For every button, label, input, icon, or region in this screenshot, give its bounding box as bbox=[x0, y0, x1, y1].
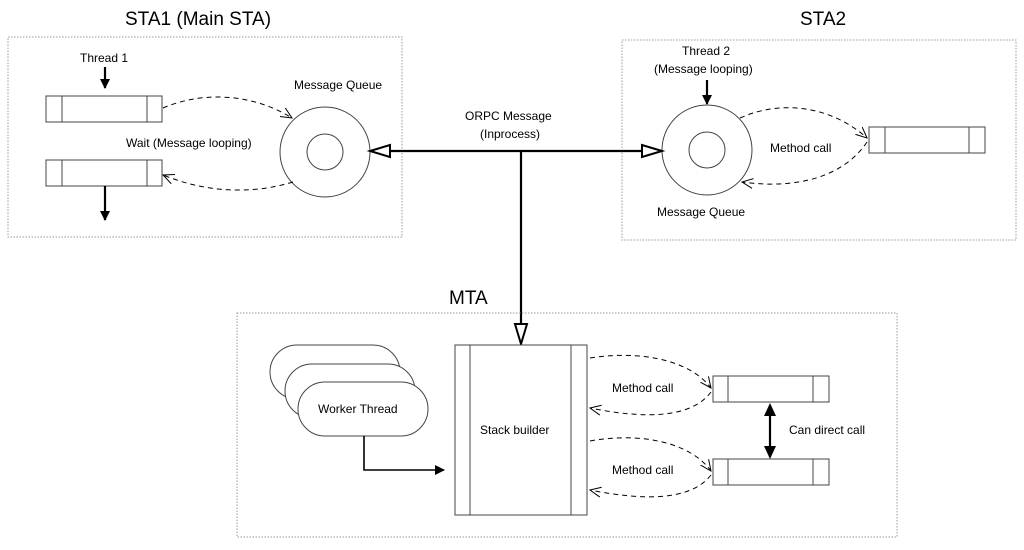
mta-call-arrow-2 bbox=[589, 437, 711, 471]
direct-call-arrow-down bbox=[764, 446, 776, 459]
worker-to-stack-arrow bbox=[363, 436, 445, 475]
stack-builder: Stack builder bbox=[454, 344, 588, 516]
post-message-arrow bbox=[162, 96, 292, 118]
worker-thread bbox=[297, 381, 429, 437]
sta2-queue-label: Message Queue bbox=[657, 205, 745, 219]
sta1-apartment: STA1 (Main STA) Thread 1 Wait (Message l… bbox=[7, 9, 403, 238]
sta2-apartment: STA2 Thread 2 (Message looping) Message … bbox=[621, 9, 1017, 241]
mta-object-2 bbox=[712, 458, 830, 486]
sta1-process-bottom bbox=[45, 159, 163, 187]
thread2-label-line1: Thread 2 bbox=[682, 44, 730, 58]
orpc-arrow-to-sta1 bbox=[366, 143, 391, 159]
mta-call-arrow-1 bbox=[589, 354, 711, 388]
sta2-method-call-label: Method call bbox=[770, 141, 831, 155]
sta1-process-top bbox=[45, 95, 163, 123]
stack-builder-label: Stack builder bbox=[480, 423, 549, 437]
sta2-title: STA2 bbox=[800, 9, 846, 30]
worker-thread-label: Worker Thread bbox=[318, 402, 398, 416]
mta-apartment: MTA Worker Thread Stack builder Method c… bbox=[236, 288, 898, 538]
thread2-label-line2: (Message looping) bbox=[654, 62, 753, 76]
sta2-object bbox=[868, 126, 986, 154]
dispatch-message-arrow bbox=[163, 175, 294, 191]
mta-boundary bbox=[236, 312, 898, 538]
sta1-title: STA1 (Main STA) bbox=[125, 9, 271, 30]
orpc-label-line2: (Inprocess) bbox=[480, 127, 540, 141]
direct-call-label: Can direct call bbox=[789, 423, 865, 437]
mta-return-arrow-2 bbox=[590, 474, 712, 497]
orpc-label-line1: ORPC Message bbox=[465, 109, 552, 123]
worker-thread-stack: Worker Thread bbox=[269, 344, 429, 437]
thread1-label: Thread 1 bbox=[80, 51, 128, 65]
sta2-call-arrow bbox=[739, 107, 867, 138]
orpc-arrow-to-sta2 bbox=[641, 143, 666, 159]
mta-return-arrow-1 bbox=[590, 391, 712, 415]
sta1-message-queue bbox=[279, 106, 371, 198]
orpc-message: ORPC Message (Inprocess) bbox=[366, 109, 666, 348]
mta-title: MTA bbox=[449, 288, 488, 309]
mta-method-call-label-2: Method call bbox=[612, 463, 673, 477]
sta1-queue-label: Message Queue bbox=[294, 78, 382, 92]
mta-method-call-label-1: Method call bbox=[612, 381, 673, 395]
direct-call-arrow-up bbox=[764, 403, 776, 416]
orpc-arrow-to-mta bbox=[513, 323, 529, 348]
wait-label: Wait (Message looping) bbox=[126, 136, 252, 150]
sta2-return-arrow bbox=[742, 141, 868, 184]
sta2-message-queue bbox=[661, 104, 753, 196]
mta-object-1 bbox=[712, 375, 830, 403]
